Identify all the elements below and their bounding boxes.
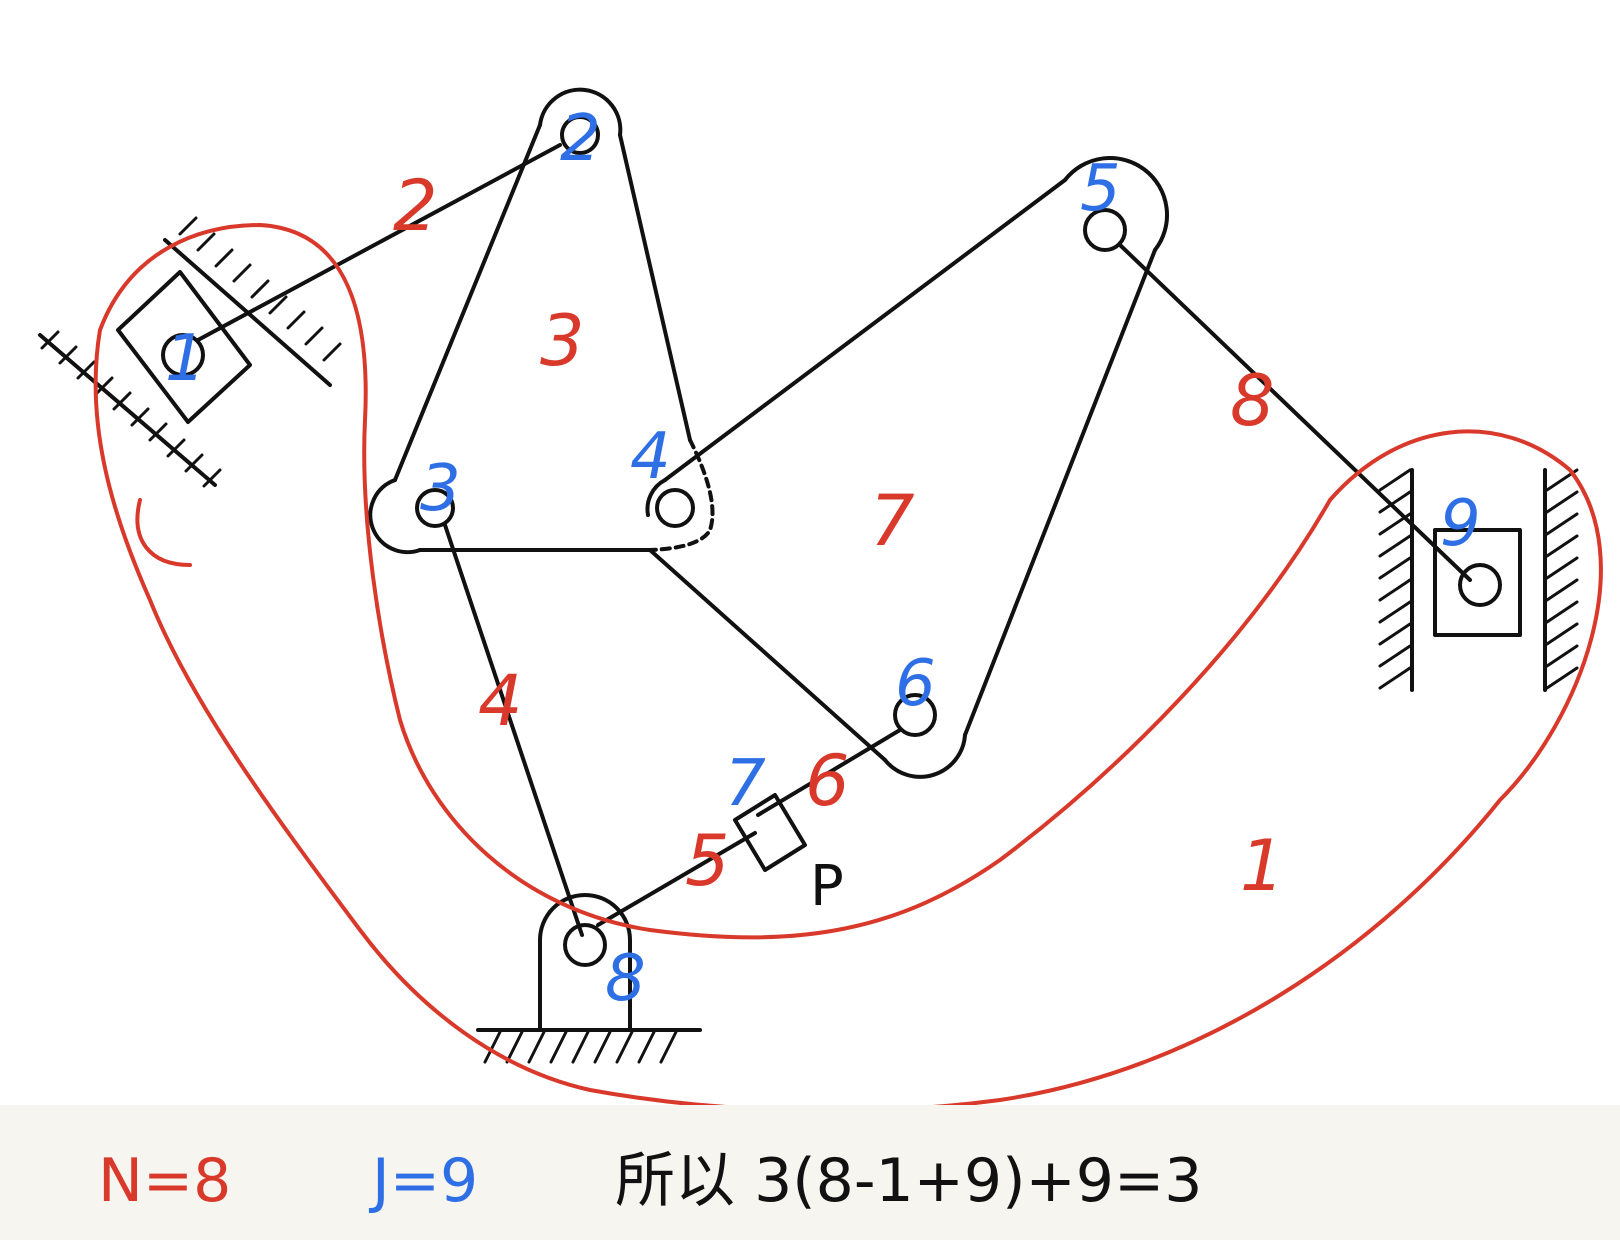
ground-link-outline-tail: [135, 498, 192, 567]
joint-label-7: 7: [725, 747, 766, 821]
ground-hatch-right: [1378, 468, 1579, 692]
ground-hatch-upper-left: [38, 216, 342, 488]
link-8-bar: [1118, 243, 1472, 582]
link-label-3: 3: [540, 300, 585, 382]
joint-3-pin: [415, 488, 455, 528]
ground-link-outline: [93, 223, 1603, 1113]
link-label-8: 8: [1230, 360, 1275, 442]
joint-8-pin: [563, 923, 607, 967]
slider-p-body: [733, 793, 807, 872]
link-label-6: 6: [805, 740, 850, 822]
joint-4-dashed-outline: [648, 438, 715, 552]
joint-label-8: 8: [605, 942, 646, 1016]
link-6-bar: [756, 728, 902, 817]
ground-pivot-8: [476, 893, 702, 1064]
mobility-calculation: 所以 3(8-1+9)+9=3: [615, 1146, 1203, 1216]
joint-4-pin: [655, 488, 695, 528]
link-count-equation: N=8: [98, 1146, 232, 1216]
slider-p-label: P: [810, 854, 844, 919]
joint-1-pin: [161, 333, 205, 377]
joint-label-3: 3: [420, 452, 461, 526]
joint-label-5: 5: [1080, 152, 1121, 226]
joint-count-equation: J=9: [372, 1146, 479, 1216]
link-5-bar: [596, 831, 757, 927]
link-label-2: 2: [393, 165, 438, 247]
joint-5-pin: [1083, 208, 1127, 252]
link-3-triangle: [368, 87, 692, 555]
link-label-1: 1: [1240, 825, 1285, 907]
joint-label-2: 2: [560, 102, 601, 176]
link-label-7: 7: [870, 480, 915, 562]
link-label-5: 5: [685, 820, 730, 902]
joint-2-pin: [560, 115, 600, 155]
joint-label-9: 9: [1440, 487, 1481, 561]
link-4-bar: [443, 523, 584, 937]
joint-6-pin: [893, 693, 937, 737]
joint-9-pin: [1458, 563, 1502, 607]
slider-block-1: [116, 270, 252, 424]
joint-label-4: 4: [630, 420, 671, 494]
footer-band: [0, 1105, 1620, 1240]
link-label-4: 4: [478, 660, 523, 742]
joint-label-6: 6: [895, 647, 936, 721]
link-7-body: [645, 156, 1170, 779]
link-2-bar: [196, 143, 562, 342]
slider-block-9: [1433, 528, 1522, 637]
joint-label-1: 1: [165, 322, 206, 396]
